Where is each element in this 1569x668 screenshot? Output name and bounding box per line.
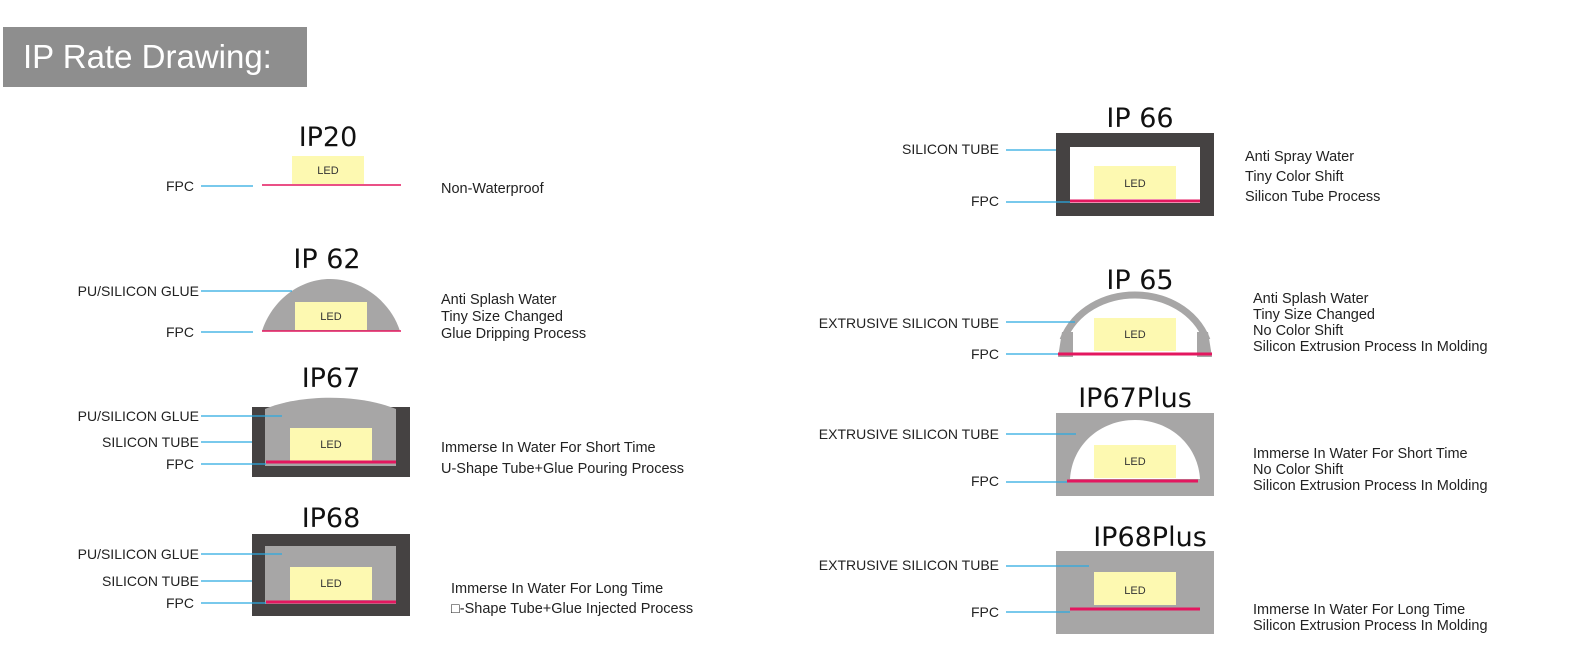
ip67plus-led-label: LED [1124,456,1145,468]
ip66-led-label: LED [1124,178,1145,190]
ip66-desc-2: Tiny Color Shift [1245,169,1344,185]
ip62-desc-1: Anti Splash Water [441,292,557,308]
ip66-fpc-label: FPC [971,193,999,209]
ip65-desc-2: Tiny Size Changed [1253,307,1375,323]
ip68-glue-label: PU/SILICON GLUE [78,546,199,562]
ip68-desc-2: □-Shape Tube+Glue Injected Process [451,601,693,617]
ip65-desc-3: No Color Shift [1253,323,1343,339]
ip62-fpc-label: FPC [166,324,194,340]
ip68plus-tube-label: EXTRUSIVE SILICON TUBE [819,557,999,573]
panel-ip68: IP68 LED PU/SILICON GLUE SILICON TUBE FP… [78,503,694,617]
ip65-foot-left [1058,332,1073,357]
ip20-desc-1: Non-Waterproof [441,181,545,197]
ip68plus-title: IP68Plus [1093,522,1207,553]
ip67-desc-2: U-Shape Tube+Glue Pouring Process [441,461,684,477]
ip20-fpc-label: FPC [166,178,194,194]
ip67plus-fpc-label: FPC [971,473,999,489]
panel-ip67: IP67 LED PU/SILICON GLUE SILICON TUBE FP… [78,363,684,477]
ip67-tube-label: SILICON TUBE [102,434,199,450]
ip68plus-desc-2: Silicon Extrusion Process In Molding [1253,618,1488,634]
ip62-desc-2: Tiny Size Changed [441,309,563,325]
ip67plus-tube-label: EXTRUSIVE SILICON TUBE [819,426,999,442]
ip20-led [292,156,364,184]
ip68-desc-1: Immerse In Water For Long Time [451,581,663,597]
ip67-desc-1: Immerse In Water For Short Time [441,440,656,456]
ip67-fpc-label: FPC [166,456,194,472]
ip62-desc-3: Glue Dripping Process [441,326,586,342]
ip66-title: IP 66 [1106,103,1173,134]
ip67-title: IP67 [302,363,361,394]
ip68plus-led [1094,572,1176,605]
page-title: IP Rate Drawing: [3,27,307,87]
ip65-led [1094,318,1176,351]
ip66-desc-3: Silicon Tube Process [1245,189,1380,205]
ip65-foot-right [1197,332,1212,357]
ip66-led [1094,166,1176,199]
panel-ip62: IP 62 LED PU/SILICON GLUE FPC Anti Splas… [78,244,586,342]
ip68-tube-label: SILICON TUBE [102,573,199,589]
ip62-led [295,302,367,330]
panel-ip20: IP20 LED FPC Non-Waterproof [166,122,545,197]
ip65-led-label: LED [1124,329,1145,341]
ip68-led [290,567,372,600]
ip67-led-label: LED [320,439,341,451]
panel-ip68plus: IP68Plus LED EXTRUSIVE SILICON TUBE FPC … [819,522,1488,634]
ip20-led-label: LED [317,165,338,177]
ip65-title: IP 65 [1106,265,1173,296]
ip65-tube-label: EXTRUSIVE SILICON TUBE [819,315,999,331]
ip67plus-title: IP67Plus [1078,383,1192,414]
ip65-desc-1: Anti Splash Water [1253,291,1369,307]
ip66-tube-label: SILICON TUBE [902,141,999,157]
panel-ip67plus: IP67Plus LED EXTRUSIVE SILICON TUBE FPC … [819,383,1488,496]
ip67plus-led [1094,445,1176,478]
ip68-led-label: LED [320,578,341,590]
ip66-desc-1: Anti Spray Water [1245,149,1354,165]
ip65-fpc-label: FPC [971,346,999,362]
ip67plus-desc-2: No Color Shift [1253,462,1343,478]
ip20-title: IP20 [299,122,358,153]
ip67plus-desc-1: Immerse In Water For Short Time [1253,446,1468,462]
ip68-title: IP68 [302,503,361,534]
ip68-fpc-label: FPC [166,595,194,611]
ip68plus-fpc-label: FPC [971,604,999,620]
ip67plus-desc-3: Silicon Extrusion Process In Molding [1253,478,1488,494]
ip68plus-desc-1: Immerse In Water For Long Time [1253,602,1465,618]
ip62-led-label: LED [320,311,341,323]
ip62-title: IP 62 [293,244,360,275]
panel-ip66: IP 66 LED SILICON TUBE FPC Anti Spray Wa… [902,103,1380,216]
ip65-extruded-dome [1059,291,1211,342]
ip67-glue-label: PU/SILICON GLUE [78,408,199,424]
ip62-glue-label: PU/SILICON GLUE [78,283,199,299]
ip68plus-led-label: LED [1124,585,1145,597]
panel-ip65: IP 65 LED EXTRUSIVE SILICON TUBE FPC Ant… [819,265,1488,362]
ip65-desc-4: Silicon Extrusion Process In Molding [1253,339,1488,355]
ip67-led [290,428,372,461]
